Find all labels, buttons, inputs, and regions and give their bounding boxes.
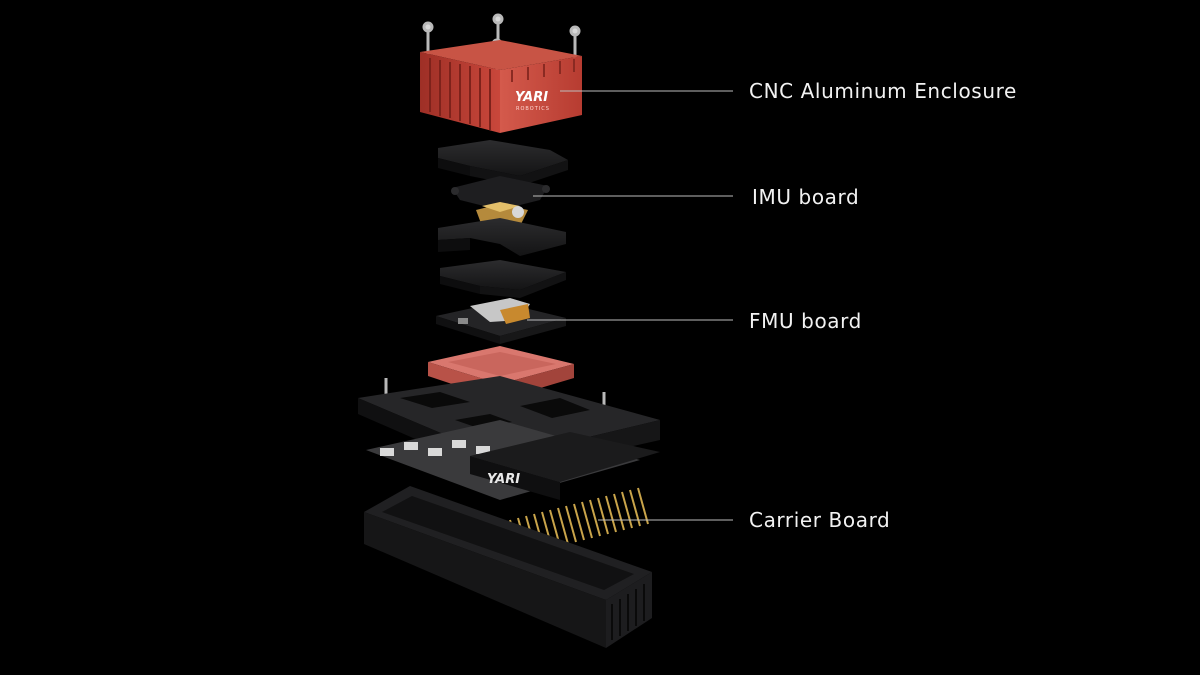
cnc-enclosure (420, 40, 582, 133)
enclosure-logo: YARI (515, 90, 548, 105)
carrier-logo: YARI (487, 472, 520, 487)
label-imu-board: IMU board (752, 185, 860, 209)
fmu-board (436, 298, 566, 344)
foam-pad-lower (440, 260, 566, 298)
bottom-case (364, 486, 652, 648)
leader-lines (527, 90, 733, 521)
label-fmu-board: FMU board (749, 309, 862, 333)
foam-pad-middle (438, 218, 566, 256)
label-carrier-board: Carrier Board (749, 508, 891, 532)
label-cnc-aluminum-enclosure: CNC Aluminum Enclosure (749, 79, 1017, 103)
enclosure-logo-subtext: ROBOTICS (516, 106, 550, 112)
